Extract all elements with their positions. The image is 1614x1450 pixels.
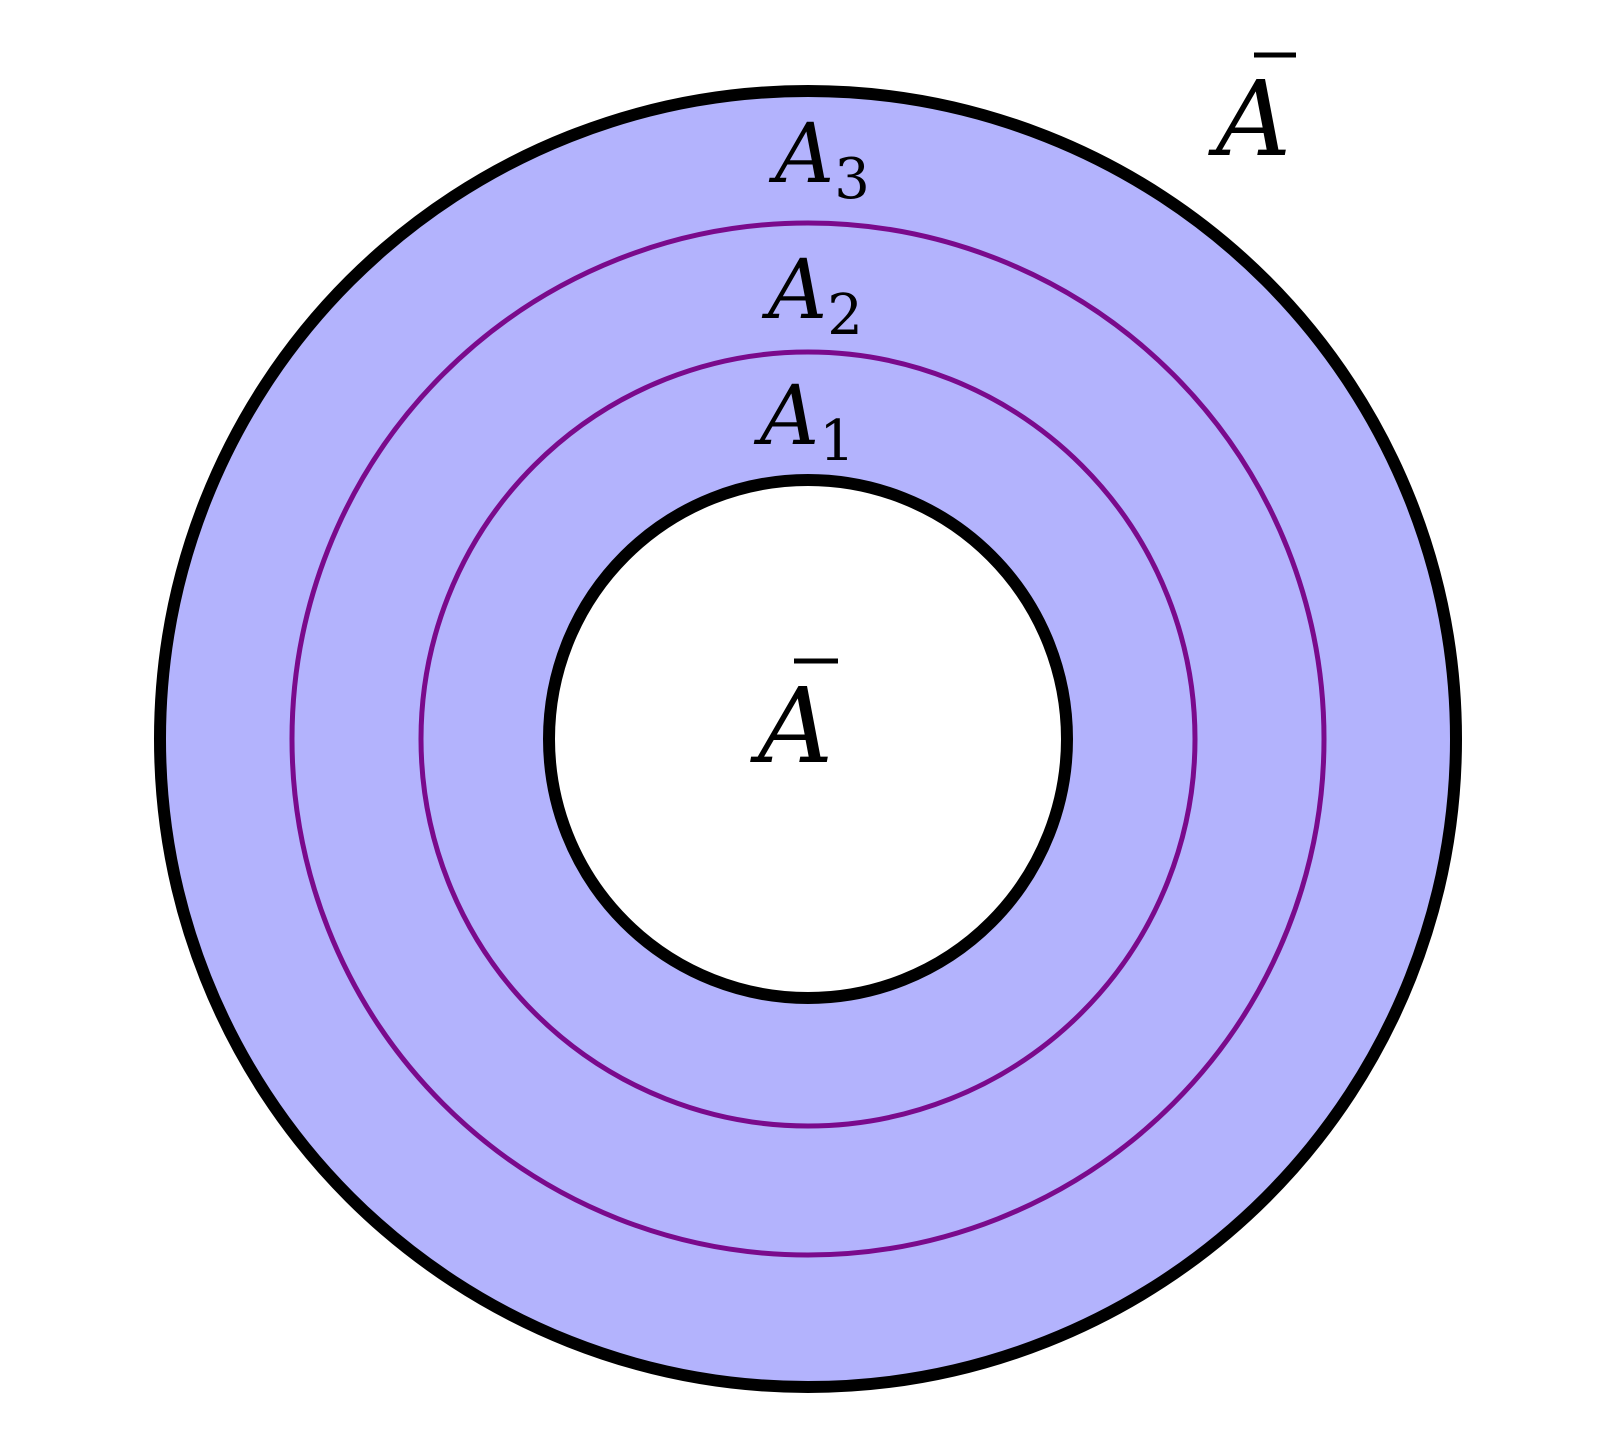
label-complement-inner-text: A (750, 665, 833, 787)
band-boundary-circle-2-3 (289, 220, 1327, 1258)
label-ring-1: A1 (753, 369, 855, 474)
label-ring-2-sub: 2 (827, 283, 863, 348)
label-complement-outer-text: A (1208, 58, 1291, 180)
label-complement-outer: A (1208, 52, 1296, 180)
label-ring-3-sub: 3 (834, 147, 870, 212)
label-complement-inner: A (750, 658, 838, 787)
inner-hole-circle (543, 474, 1073, 1004)
label-ring-3-base: A (768, 107, 834, 202)
label-ring-2-base: A (761, 243, 827, 338)
label-ring-2: A2 (761, 243, 863, 348)
band-boundary-circle-1-2 (418, 349, 1198, 1129)
label-ring-1-base: A (753, 369, 819, 464)
label-ring-1-sub: 1 (819, 409, 855, 474)
label-ring-3: A3 (768, 107, 870, 212)
